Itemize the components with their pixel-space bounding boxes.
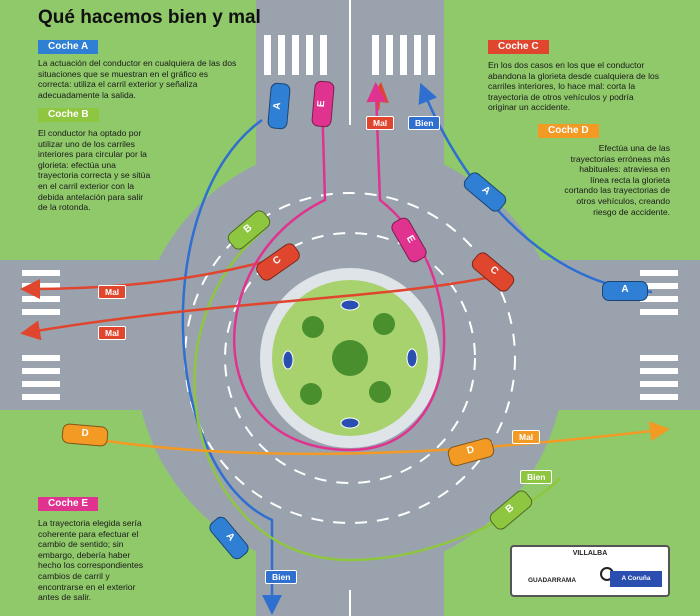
coche-c-badge: Coche C [488, 40, 549, 54]
direction-sign: VILLALBA GUADARRAMA A Coruña [510, 545, 670, 597]
coche-c-text: En los dos casos en los que el conductor… [488, 60, 660, 113]
label-mal-3: Mal [366, 116, 395, 130]
sign-destination-right: A Coruña [610, 571, 662, 587]
coche-a-badge: Coche A [38, 40, 99, 54]
crosswalk-east [640, 270, 678, 400]
sign-destination-left: GUADARRAMA [528, 577, 577, 584]
car-a-exit-east: A [602, 281, 648, 301]
label-bien-1: Bien [408, 116, 441, 130]
coche-a-text: La actuación del conductor en cualquiera… [38, 58, 237, 100]
crosswalk-west [22, 270, 60, 400]
label-mal-1: Mal [98, 285, 127, 299]
path-coche-d [79, 421, 670, 456]
path-coche-a-left [181, 118, 282, 615]
car-a-north: A [267, 82, 291, 130]
coche-b-badge: Coche B [38, 108, 99, 122]
coche-e-badge: Coche E [38, 497, 99, 511]
coche-e-text: La trayectoria elegida sería coherente p… [38, 518, 144, 603]
car-d-west: D [61, 423, 109, 447]
sign-destination-top: VILLALBA [572, 550, 608, 557]
label-bien-3: Bien [265, 570, 298, 584]
roundabout-direction-signs [282, 299, 418, 429]
coche-b-text: El conductor ha optado por utilizar uno … [38, 128, 151, 213]
car-e-north: E [311, 80, 335, 128]
infographic-title: Qué hacemos bien y mal [38, 7, 261, 28]
path-coche-c-left-1 [20, 255, 283, 299]
path-coche-e-loop [233, 82, 446, 452]
path-coche-c-left-2 [20, 274, 497, 341]
coche-d-badge: Coche D [538, 124, 599, 138]
coche-d-text: Efectúa una de las trayectorias erróneas… [564, 143, 670, 217]
island-trees [300, 313, 395, 405]
crosswalk-north [264, 35, 435, 75]
label-mal-4: Mal [512, 430, 541, 444]
label-bien-2: Bien [520, 470, 553, 484]
label-mal-2: Mal [98, 326, 127, 340]
